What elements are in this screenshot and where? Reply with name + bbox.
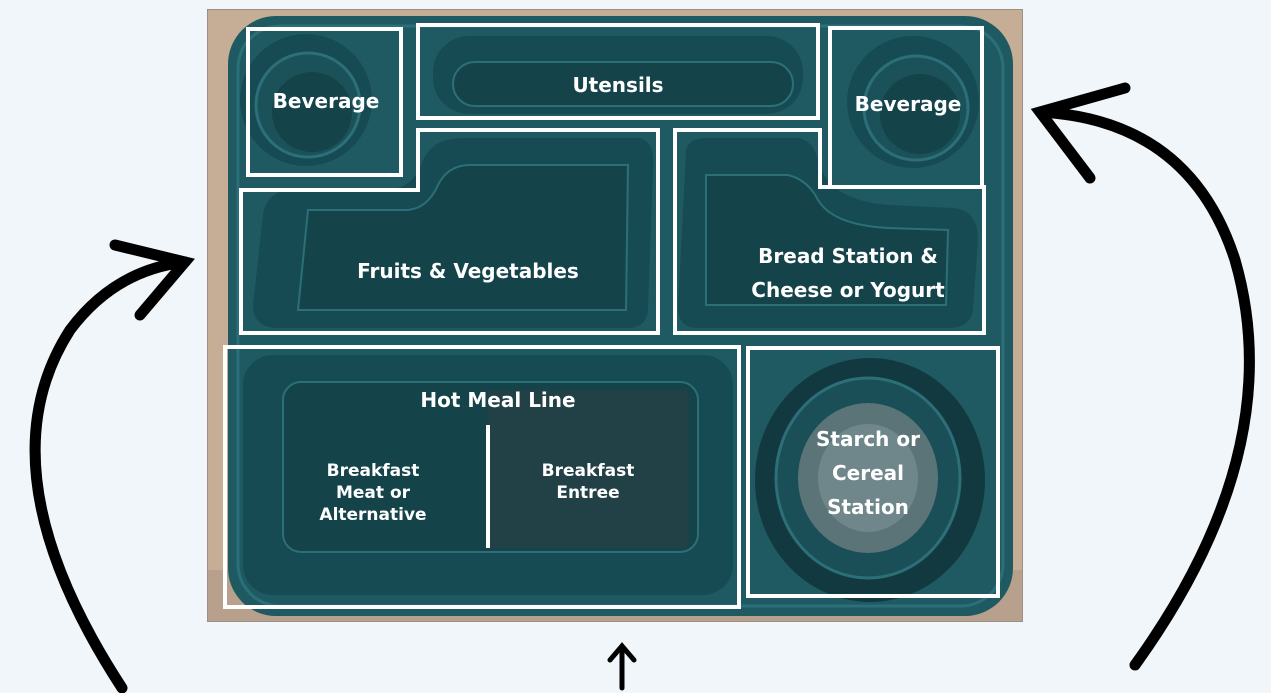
tray-illustration xyxy=(208,16,1022,621)
label-breakfast-entree: Breakfast Entree xyxy=(513,460,663,504)
outline-hot-meal xyxy=(223,345,741,609)
left-arrowhead xyxy=(109,239,195,321)
breakfast-entree-line2: Entree xyxy=(556,483,620,504)
outline-starch xyxy=(746,346,1000,598)
breakfast-meat-line1: Breakfast xyxy=(326,461,420,481)
label-breakfast-meat: Breakfast Meat or Alternative xyxy=(298,460,448,526)
label-utensils: Utensils xyxy=(572,73,664,97)
bread-well xyxy=(678,138,978,328)
right-arrowhead xyxy=(1030,82,1131,184)
starch-line2: Cereal xyxy=(831,461,905,485)
center-up-arrow xyxy=(607,642,637,691)
utensil-slot xyxy=(433,36,803,114)
label-bread-line1: Bread Station & xyxy=(758,244,938,268)
breakfast-entree-line1: Breakfast xyxy=(541,461,635,481)
tray-photo: Beverage Utensils Beverage Fruits & Vege… xyxy=(207,9,1023,622)
region-outlines xyxy=(223,23,1000,609)
breakfast-meat-line3: Alternative xyxy=(319,505,427,526)
starch-line1: Starch or xyxy=(816,427,920,451)
left-curved-arrow xyxy=(29,256,191,693)
hot-meal-well xyxy=(243,355,733,595)
left-cup-well xyxy=(240,34,372,166)
breakfast-meat-line2: Meat or xyxy=(335,483,411,504)
outline-utensils xyxy=(416,23,820,120)
starch-bowl xyxy=(755,358,985,602)
label-beverage-right: Beverage xyxy=(854,92,962,116)
label-fruits-vegetables: Fruits & Vegetables xyxy=(357,259,579,283)
fruits-well xyxy=(253,138,654,328)
label-starch-cereal: Starch or Cereal Station xyxy=(788,422,948,524)
outline-beverage-left xyxy=(246,27,403,177)
right-curved-arrow xyxy=(1034,106,1255,671)
starch-line3: Station xyxy=(827,495,909,519)
label-hot-meal-line: Hot Meal Line xyxy=(420,388,576,412)
label-beverage-left: Beverage xyxy=(272,89,380,113)
outline-bread xyxy=(673,128,986,335)
label-bread-line2: Cheese or Yogurt xyxy=(751,278,945,302)
outline-fruits xyxy=(239,128,660,335)
right-cup-well xyxy=(847,36,979,168)
